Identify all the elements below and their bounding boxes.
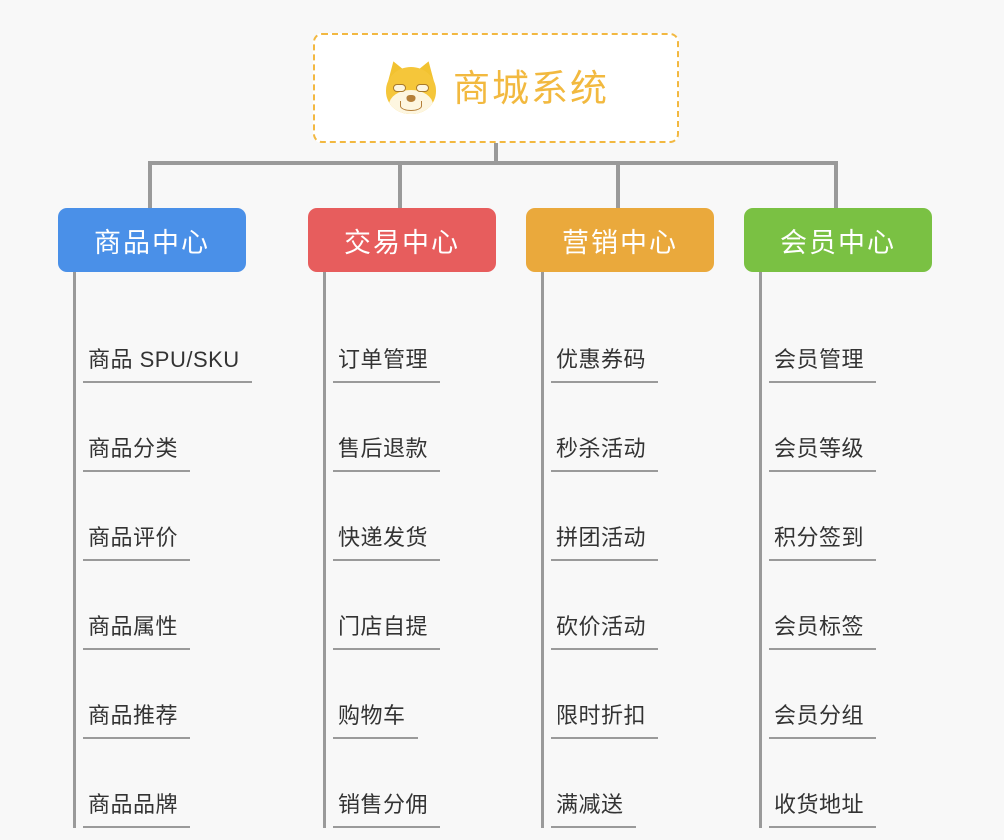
connector-horizontal-bus [148,161,838,165]
category-label: 商品中心 [94,227,210,258]
branch-trade-center: 订单管理 售后退款 快递发货 门店自提 购物车 销售分佣 [323,272,496,828]
leaf-item[interactable]: 销售分佣 [326,739,496,828]
leaf-label: 门店自提 [333,609,441,650]
category-header-marketing-center[interactable]: 营销中心 [526,208,714,272]
leaf-item[interactable]: 售后退款 [326,383,496,472]
leaf-label: 会员标签 [769,609,877,650]
leaf-item[interactable]: 商品分类 [76,383,246,472]
leaf-item[interactable]: 商品 SPU/SKU [76,294,252,383]
category-label: 会员中心 [780,227,896,258]
leaf-item[interactable]: 会员分组 [762,650,932,739]
category-header-trade-center[interactable]: 交易中心 [308,208,496,272]
leaf-label: 商品属性 [83,609,191,650]
leaf-label: 满减送 [551,787,636,828]
column-member-center: 会员中心 会员管理 会员等级 积分签到 会员标签 会员分组 收货地址 [744,208,932,828]
branch-marketing-center: 优惠券码 秒杀活动 拼团活动 砍价活动 限时折扣 满减送 [541,272,714,828]
leaf-item[interactable]: 商品属性 [76,561,246,650]
leaf-label: 快递发货 [333,520,441,561]
leaf-item[interactable]: 会员管理 [762,294,932,383]
category-label: 交易中心 [344,227,460,258]
branch-product-center: 商品 SPU/SKU 商品分类 商品评价 商品属性 商品推荐 商品品牌 [73,272,252,828]
leaf-label: 砍价活动 [551,609,659,650]
leaf-label: 优惠券码 [551,342,659,383]
connector-drop-member-center [834,161,838,208]
leaf-item[interactable]: 收货地址 [762,739,932,828]
connector-drop-trade-center [398,161,402,208]
branch-member-center: 会员管理 会员等级 积分签到 会员标签 会员分组 收货地址 [759,272,932,828]
leaf-label: 会员管理 [769,342,877,383]
leaf-item[interactable]: 积分签到 [762,472,932,561]
leaf-label: 拼团活动 [551,520,659,561]
connector-drop-product-center [148,161,152,208]
leaf-item[interactable]: 商品品牌 [76,739,246,828]
column-product-center: 商品中心 商品 SPU/SKU 商品分类 商品评价 商品属性 商品推荐 商品品牌 [58,208,252,828]
connector-drop-marketing-center [616,161,620,208]
root-title: 商城系统 [453,67,609,109]
leaf-label: 收货地址 [769,787,877,828]
leaf-item[interactable]: 秒杀活动 [544,383,714,472]
leaf-label: 商品 SPU/SKU [83,342,252,383]
leaf-item[interactable]: 门店自提 [326,561,496,650]
leaf-item[interactable]: 会员等级 [762,383,932,472]
leaf-label: 销售分佣 [333,787,441,828]
leaf-label: 商品品牌 [83,787,191,828]
category-label: 营销中心 [562,227,678,258]
leaf-label: 秒杀活动 [551,431,659,472]
leaf-item[interactable]: 满减送 [544,739,714,828]
leaf-label: 会员等级 [769,431,877,472]
leaf-label: 订单管理 [333,342,441,383]
leaf-item[interactable]: 商品评价 [76,472,246,561]
leaf-label: 限时折扣 [551,698,659,739]
leaf-item[interactable]: 限时折扣 [544,650,714,739]
leaf-item[interactable]: 砍价活动 [544,561,714,650]
shiba-inu-dog-face-icon [382,58,440,116]
leaf-item[interactable]: 订单管理 [326,294,496,383]
leaf-item[interactable]: 优惠券码 [544,294,714,383]
leaf-label: 购物车 [333,698,418,739]
leaf-label: 积分签到 [769,520,877,561]
leaf-item[interactable]: 购物车 [326,650,496,739]
leaf-item[interactable]: 商品推荐 [76,650,246,739]
leaf-item[interactable]: 拼团活动 [544,472,714,561]
leaf-label: 商品分类 [83,431,191,472]
leaf-label: 商品推荐 [83,698,191,739]
leaf-item[interactable]: 快递发货 [326,472,496,561]
leaf-label: 会员分组 [769,698,877,739]
column-trade-center: 交易中心 订单管理 售后退款 快递发货 门店自提 购物车 销售分佣 [308,208,496,828]
category-header-member-center[interactable]: 会员中心 [744,208,932,272]
leaf-label: 商品评价 [83,520,191,561]
leaf-item[interactable]: 会员标签 [762,561,932,650]
column-marketing-center: 营销中心 优惠券码 秒杀活动 拼团活动 砍价活动 限时折扣 满减送 [526,208,714,828]
leaf-label: 售后退款 [333,431,441,472]
category-header-product-center[interactable]: 商品中心 [58,208,246,272]
root-node-mall-system[interactable]: 商城系统 [313,33,679,143]
connector-root-stem [494,143,498,165]
